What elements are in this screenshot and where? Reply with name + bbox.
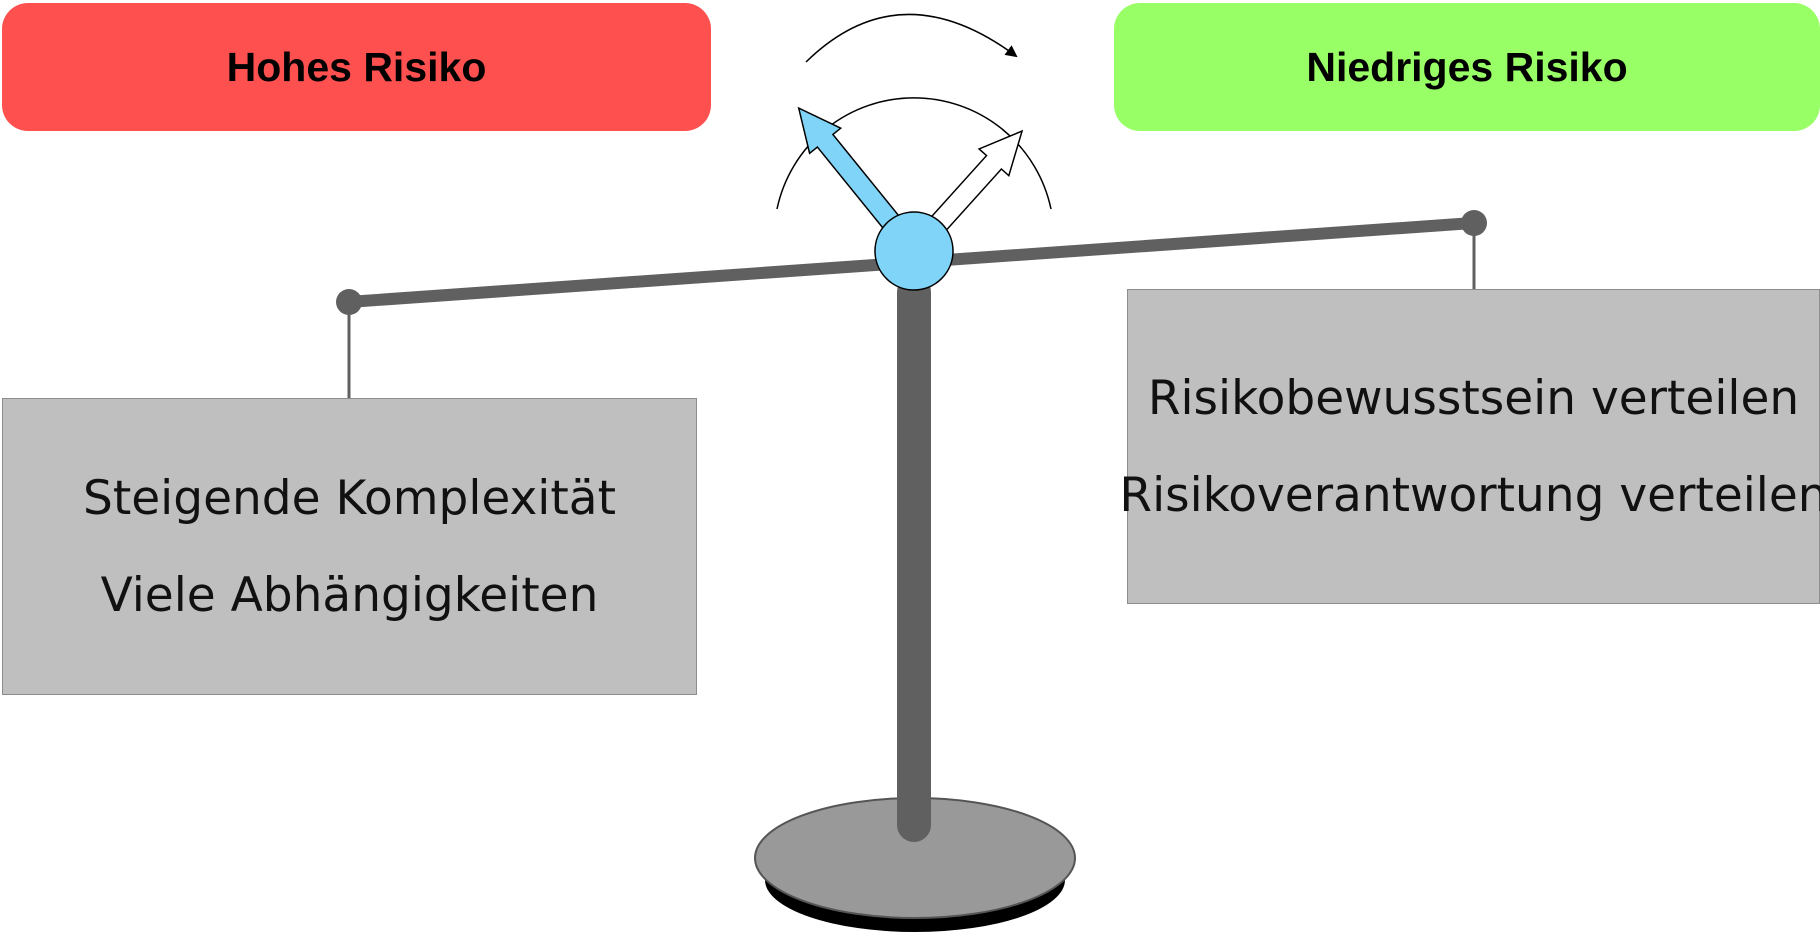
left-box-line-2: Viele Abhängigkeiten — [100, 567, 599, 623]
right-box-line-2: Risikoverantwortung verteilen — [1119, 467, 1820, 523]
low-risk-text: Niedriges Risiko — [1306, 43, 1628, 90]
right-beam-end — [1461, 210, 1487, 236]
scale-base — [754, 797, 1076, 932]
right-weight-box: Risikobewusstsein verteilen Risikoverant… — [1119, 289, 1820, 604]
left-weight-box: Steigende Komplexität Viele Abhängigkeit… — [2, 398, 697, 695]
scale-pivot — [874, 211, 954, 291]
left-box-line-1: Steigende Komplexität — [83, 470, 616, 526]
scale-pole — [897, 275, 931, 842]
high-risk-text: Hohes Risiko — [226, 43, 487, 90]
right-box-line-1: Risikobewusstsein verteilen — [1147, 370, 1800, 426]
left-beam-end — [336, 289, 362, 315]
high-risk-label: Hohes Risiko — [2, 3, 711, 131]
low-risk-label: Niedriges Risiko — [1114, 3, 1820, 131]
swing-arcs — [776, 13, 1052, 210]
